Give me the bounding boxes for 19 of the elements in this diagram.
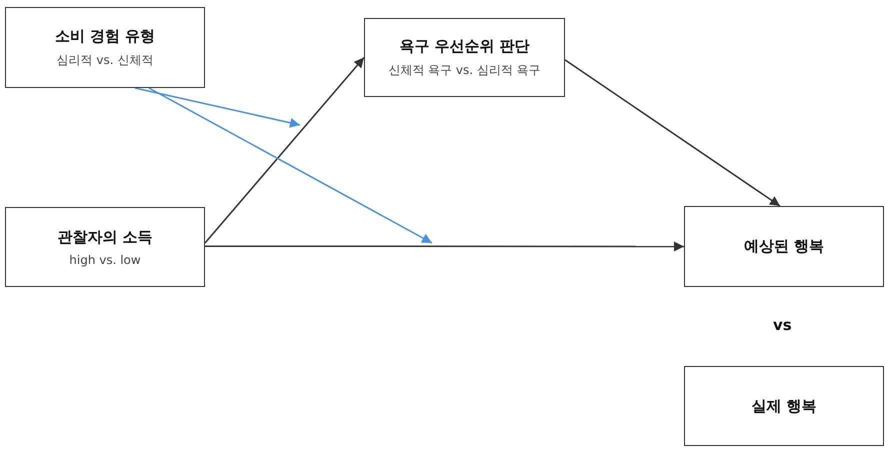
node-title: 예상된 행복 bbox=[744, 237, 824, 256]
arrow bbox=[134, 87, 300, 128]
node-subtitle: high vs. low bbox=[69, 252, 141, 266]
arrow bbox=[205, 242, 684, 252]
process-box bbox=[5, 7, 205, 88]
process-box bbox=[5, 207, 205, 287]
node-subtitle: 신체적 욕구 vs. 심리적 욕구 bbox=[388, 62, 541, 78]
arrow bbox=[148, 87, 432, 244]
node-title: 실제 행복 bbox=[751, 396, 817, 416]
process-box bbox=[684, 366, 884, 446]
node-title: 욕구 우선순위 판단 bbox=[399, 36, 530, 56]
node-title: 소비 경험 유형 bbox=[54, 26, 156, 46]
arrow bbox=[204, 57, 365, 244]
process-box bbox=[684, 206, 884, 287]
arrow bbox=[564, 59, 780, 207]
comparison-label: vs bbox=[773, 316, 792, 334]
node-title: 관찰자의 소득 bbox=[57, 228, 153, 246]
node-subtitle: 심리적 vs. 신체적 bbox=[56, 52, 154, 68]
process-box bbox=[364, 18, 565, 97]
